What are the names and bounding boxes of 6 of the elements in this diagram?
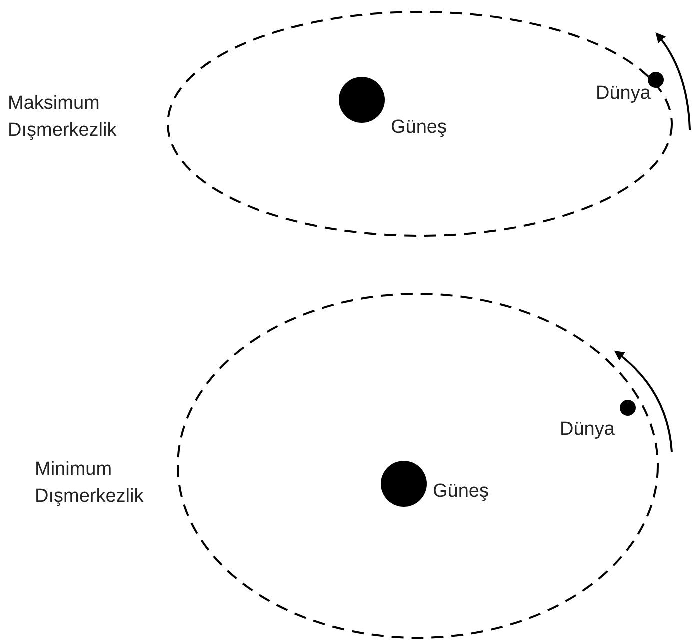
earth-label: Dünya xyxy=(596,82,651,106)
earth-label: Dünya xyxy=(560,418,615,442)
sun-label: Güneş xyxy=(391,116,447,140)
orbit-label: Minimum Dışmerkezlik xyxy=(35,458,145,509)
sun-label: Güneş xyxy=(433,480,489,504)
orbit-label: Maksimum Dışmerkezlik xyxy=(8,92,118,143)
